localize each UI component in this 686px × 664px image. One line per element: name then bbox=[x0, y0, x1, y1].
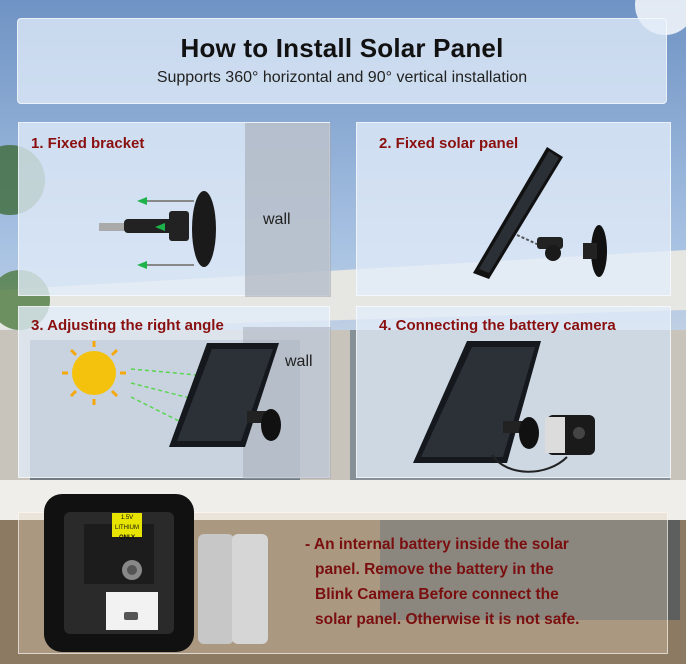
title-panel: How to Install Solar Panel Supports 360°… bbox=[17, 18, 667, 104]
step-4-label: 4. Connecting the battery camera bbox=[379, 317, 616, 334]
battery-sticker-line2: ONLY bbox=[118, 535, 136, 541]
sun-icon bbox=[62, 341, 126, 405]
battery-warning-line: - An internal battery inside the solar bbox=[305, 536, 569, 553]
step-2-label: 2. Fixed solar panel bbox=[379, 135, 519, 152]
solar-panel-mount-illustration bbox=[473, 147, 607, 279]
battery-warning-text: - An internal battery inside the solar p… bbox=[305, 532, 645, 632]
page-subtitle: Supports 360° horizontal and 90° vertica… bbox=[156, 69, 528, 86]
sun-and-panel-illustration bbox=[62, 341, 281, 447]
step-3-label: 3. Adjusting the right angle bbox=[31, 317, 224, 334]
step-1-label: 1. Fixed bracket bbox=[31, 135, 145, 152]
battery-warning-line: solar panel. Otherwise it is not safe. bbox=[315, 611, 580, 628]
bracket-illustration bbox=[99, 191, 216, 269]
page-title: How to Install Solar Panel bbox=[180, 33, 504, 63]
battery-warning-line: panel. Remove the battery in the bbox=[315, 561, 554, 578]
battery-warning-line: Blink Camera Before connect the bbox=[315, 586, 559, 603]
battery-sticker: 1.5V LITHIUM ONLY bbox=[112, 513, 142, 541]
camera-connection-illustration bbox=[413, 341, 595, 473]
camera-back-battery-image bbox=[44, 494, 268, 652]
step-4-panel: 4. Connecting the battery camera bbox=[356, 306, 671, 478]
battery-sticker-line1: 1.5V LITHIUM bbox=[115, 515, 139, 531]
step-1-panel: 1. Fixed bracket wall bbox=[18, 122, 331, 297]
step-2-panel: 2. Fixed solar panel bbox=[356, 122, 671, 296]
wall-label: wall bbox=[285, 353, 313, 370]
wall-label: wall bbox=[263, 211, 291, 228]
step-3-panel: 3. Adjusting the right angle wall bbox=[18, 306, 331, 479]
wall-surface bbox=[245, 123, 331, 297]
